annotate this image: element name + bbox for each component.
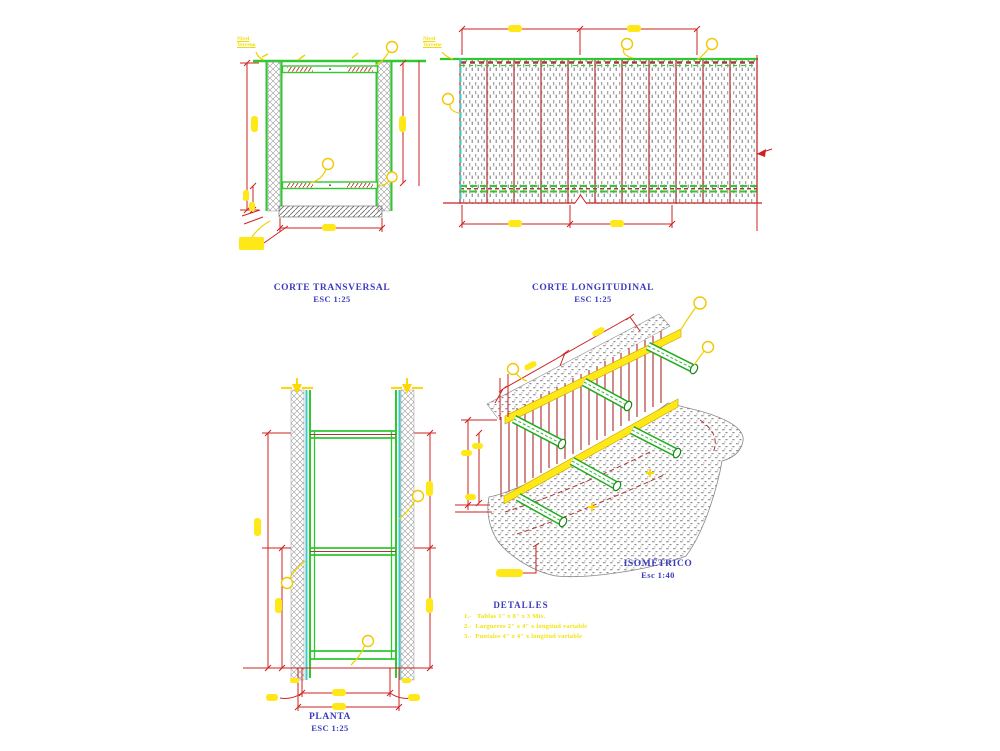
top-wale [281, 65, 379, 74]
break-mask [575, 195, 586, 205]
section-scale: Esc 1:40 [641, 570, 675, 581]
detalles-title: DETALLES [493, 600, 549, 610]
wale-rail-bottom [503, 398, 679, 505]
section-cut-arrows [281, 378, 423, 394]
wale-rail-top [504, 328, 682, 425]
transversal-dimensions [240, 59, 420, 244]
arrowhead [757, 149, 766, 157]
nivel-leader [441, 51, 454, 60]
dimension-value-blobs [239, 116, 406, 250]
callout-balloon-icons [309, 40, 399, 187]
corte-longitudinal-drawing [440, 25, 773, 231]
section-scale: ESC 1:25 [311, 723, 349, 734]
nivel-line1: Nivel [237, 36, 250, 42]
detalle-note-2: 2.- Largueros 2" x 4" x longitud variabl… [464, 623, 588, 630]
ground-level-label-transversal: Nivel Terreno [237, 36, 256, 49]
wall-hatch-right [400, 389, 415, 681]
shoring-face [497, 327, 669, 499]
trench-floor-hatch [278, 205, 383, 218]
callout-balloon-icons [506, 296, 715, 382]
title-corte-longitudinal: CORTE LONGITUDINAL ESC 1:25 [513, 283, 673, 305]
dimension-value-blobs [254, 481, 433, 710]
board-texture [459, 58, 757, 204]
section-title: CORTE LONGITUDINAL [531, 283, 655, 293]
isometrico-drawing [455, 296, 744, 578]
ground-marker-stars [588, 469, 654, 511]
section-title: CORTE TRANSVERSAL [273, 283, 391, 293]
corte-transversal-drawing [239, 40, 426, 250]
detalle-note-3: 3.- Puntales 4" x 4" x longitud variable [464, 633, 583, 640]
top-soil-band [486, 313, 671, 421]
title-planta: PLANTA ESC 1:25 [270, 712, 390, 734]
bottom-wale [281, 181, 379, 190]
masked-label-box [239, 237, 264, 250]
title-corte-transversal: CORTE TRANSVERSAL ESC 1:25 [252, 283, 412, 305]
wall-hatch-left [267, 61, 281, 212]
planta-drawing [243, 378, 436, 711]
dimension-value-blobs [461, 327, 605, 577]
section-title: PLANTA [309, 712, 351, 722]
section-title: ISOMÉTRICO [623, 559, 693, 569]
section-scale: ESC 1:25 [313, 294, 351, 305]
label-leader [251, 220, 271, 238]
nivel-line2: Terreno [237, 42, 256, 49]
nivel-leader [255, 51, 265, 61]
strut-cylinders [511, 341, 699, 528]
sheeting-lines [265, 62, 393, 211]
detalle-note-1: 1.- Tablas 1" x 8" x 3 Mts. [464, 613, 546, 620]
wale-lines-outer [309, 390, 397, 678]
wale-lines-inner [313, 431, 393, 659]
title-isometrico: ISOMÉTRICO Esc 1:40 [598, 559, 718, 581]
nivel-line2: Terreno [423, 42, 442, 49]
callout-balloon-icons [280, 489, 425, 666]
ground-level-label-longitudinal: Nivel Terreno [423, 36, 442, 49]
yellow-ticks [261, 52, 359, 61]
wall-hatch-left [290, 389, 305, 681]
section-scale: ESC 1:25 [574, 294, 612, 305]
sheeting-cyan-lines [305, 390, 401, 680]
wall-hatch-right [377, 61, 391, 212]
masked-label-box [496, 569, 523, 577]
break-symbol [574, 194, 587, 204]
callout-balloon-icons [441, 37, 719, 114]
dimension-value-blobs [508, 25, 641, 227]
ground-dashed-lines [504, 419, 716, 535]
iso-dimensions [455, 313, 641, 574]
strut-bands [310, 430, 396, 660]
nivel-line1: Nivel [423, 36, 436, 42]
